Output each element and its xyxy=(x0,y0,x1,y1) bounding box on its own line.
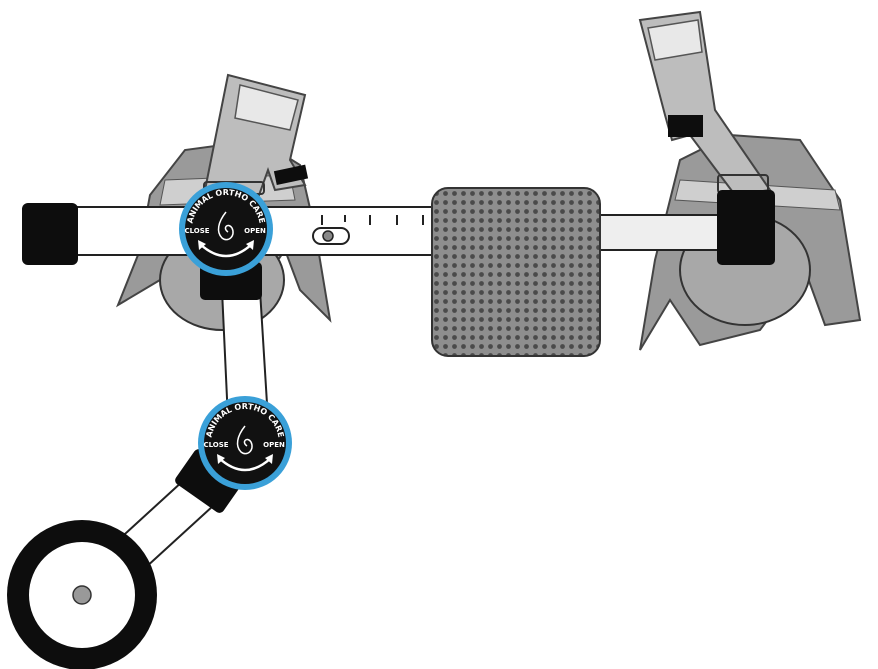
dial-close-label: CLOSE xyxy=(184,227,209,235)
dial-close-label: CLOSE xyxy=(203,441,228,449)
wheel xyxy=(7,520,157,669)
right-bar xyxy=(594,214,721,251)
slot-pin xyxy=(322,230,334,242)
horizontal-bar xyxy=(22,203,721,265)
rotate-arrows-icon xyxy=(218,457,272,472)
dial-upper[interactable]: ANIMAL ORTHO CARE CLOSE OPEN xyxy=(179,182,273,276)
dial-open-label: OPEN xyxy=(244,227,266,235)
left-strap xyxy=(203,73,309,200)
logo-icon xyxy=(217,211,234,241)
bar-end-cap xyxy=(22,203,78,265)
logo-icon xyxy=(236,425,253,455)
scale-ticks xyxy=(321,215,424,225)
dial-open-label: OPEN xyxy=(263,441,285,449)
vertical-strut xyxy=(200,262,270,421)
dial-lower[interactable]: ANIMAL ORTHO CARE CLOSE OPEN xyxy=(198,396,292,490)
rotate-arrows-icon xyxy=(199,243,253,258)
right-clamp xyxy=(717,190,775,265)
perforated-pad xyxy=(431,187,601,357)
wheel-hub xyxy=(72,585,92,605)
